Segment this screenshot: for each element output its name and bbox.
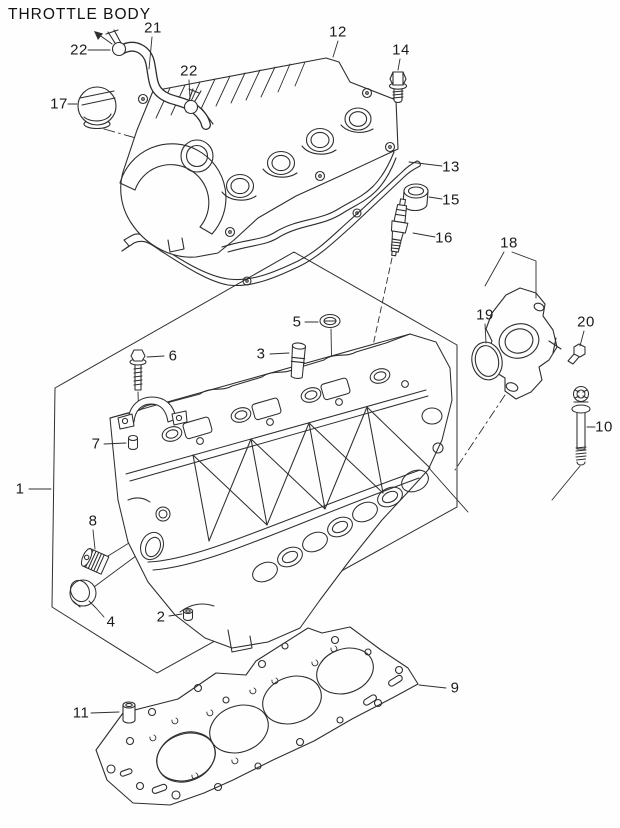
callout-16: 16 [435,229,453,247]
callout-2: 2 [156,608,166,626]
callout-8: 8 [88,512,98,530]
cup-plug-drawing [69,579,97,608]
cover-bolt-ears [137,87,396,238]
threaded-plug-drawing [80,548,110,575]
callout-1: 1 [15,480,25,498]
callout-7: 7 [91,435,101,453]
cover-plug-tubes [221,107,374,201]
throttle-body-label: THROTTLE BODY [8,6,152,23]
callout-9: 9 [450,679,460,697]
callout-leader-lines [28,36,596,714]
throttle-body-arrow [94,31,113,45]
callout-10: 10 [595,418,613,436]
head-bolt-drawing [571,385,591,466]
assembly-boundary-box [51,251,458,674]
dowel-pin-drawing [122,701,136,724]
gasket-bolt-holes [106,635,404,800]
callout-5: 5 [292,313,302,331]
callout-3: 3 [256,345,266,363]
callout-12: 12 [329,23,347,41]
cap-seal-drawing [319,313,341,329]
callout-22-lower: 22 [180,62,198,80]
callout-15: 15 [442,191,460,209]
callout-4: 4 [106,613,116,631]
gasket-punch-marks [149,645,338,780]
callout-14: 14 [392,41,410,59]
callout-19: 19 [476,306,494,324]
plug-hole-cap-drawing [402,183,429,212]
callout-20: 20 [577,313,595,331]
callout-11: 11 [72,704,90,722]
cover-bolt-drawing [388,71,408,104]
head-gasket-drawing [95,626,419,806]
callout-17: 17 [50,95,68,113]
callout-13: 13 [442,158,460,176]
cam-cap-bolt-drawing [129,349,147,391]
callout-21: 21 [144,19,162,37]
o-ring-drawing [471,341,503,381]
callout-6: 6 [168,347,178,365]
gasket-slots [119,674,403,794]
pin-drawing [127,434,139,451]
head-deck-details [161,368,444,454]
outlet-bolt-drawing [567,343,586,365]
camshaft-cap-drawing [117,396,188,430]
spark-plug-drawing [390,198,409,257]
callout-22-upper: 22 [70,41,88,59]
water-outlet-drawing [485,287,562,400]
hose-clamp-upper-drawing [105,29,127,57]
head-port-row [252,469,429,583]
small-plug-drawing [182,607,194,622]
breather-hose-drawing [116,41,211,130]
valve-guide-drawing [290,342,307,379]
cylinder-head-drawing [109,333,453,653]
oil-filler-cap-drawing [77,86,117,130]
callout-18: 18 [500,234,518,252]
